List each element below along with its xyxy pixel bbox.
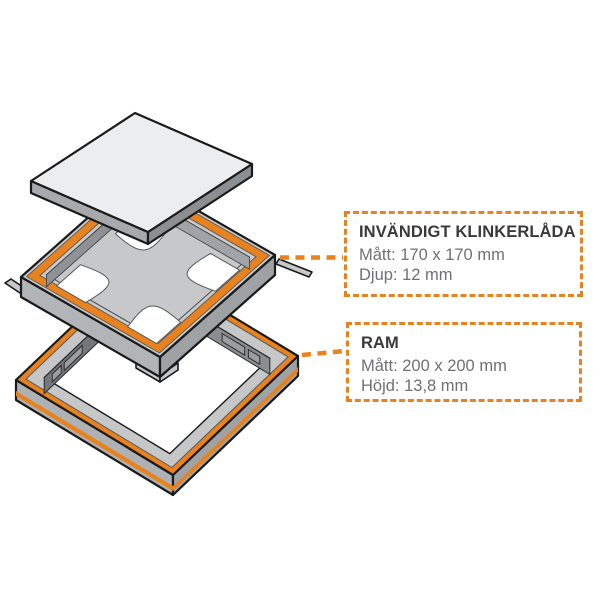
callout-line-depth: Djup: 12 mm <box>359 266 453 285</box>
lid-top-face <box>29 111 254 234</box>
frame-wall-stripe-sw <box>16 391 173 491</box>
frame-latch-slots <box>51 332 261 384</box>
lid-part <box>29 111 254 246</box>
tray-floor-cutouts <box>57 212 240 343</box>
callout-title: INVÄNDIGT KLINKERLÅDA <box>359 223 576 241</box>
callout-title: RAM <box>361 334 399 352</box>
callout-line-dimensions: Mått: 200 x 200 mm <box>361 356 507 375</box>
callout-line-height: Höjd: 13,8 mm <box>361 377 469 396</box>
tray-orange-band <box>25 178 271 354</box>
callout-box-klinkerlada: INVÄNDIGT KLINKERLÅDA Mått: 170 x 170 mm… <box>344 211 583 297</box>
callout-line-dimensions: Mått: 170 x 170 mm <box>359 245 505 264</box>
tray-part <box>5 175 312 382</box>
connector-line-frame <box>301 348 346 358</box>
frame-wall-stripe-se <box>173 367 298 491</box>
callout-box-ram: RAM Mått: 200 x 200 mm Höjd: 13,8 mm <box>346 322 582 402</box>
